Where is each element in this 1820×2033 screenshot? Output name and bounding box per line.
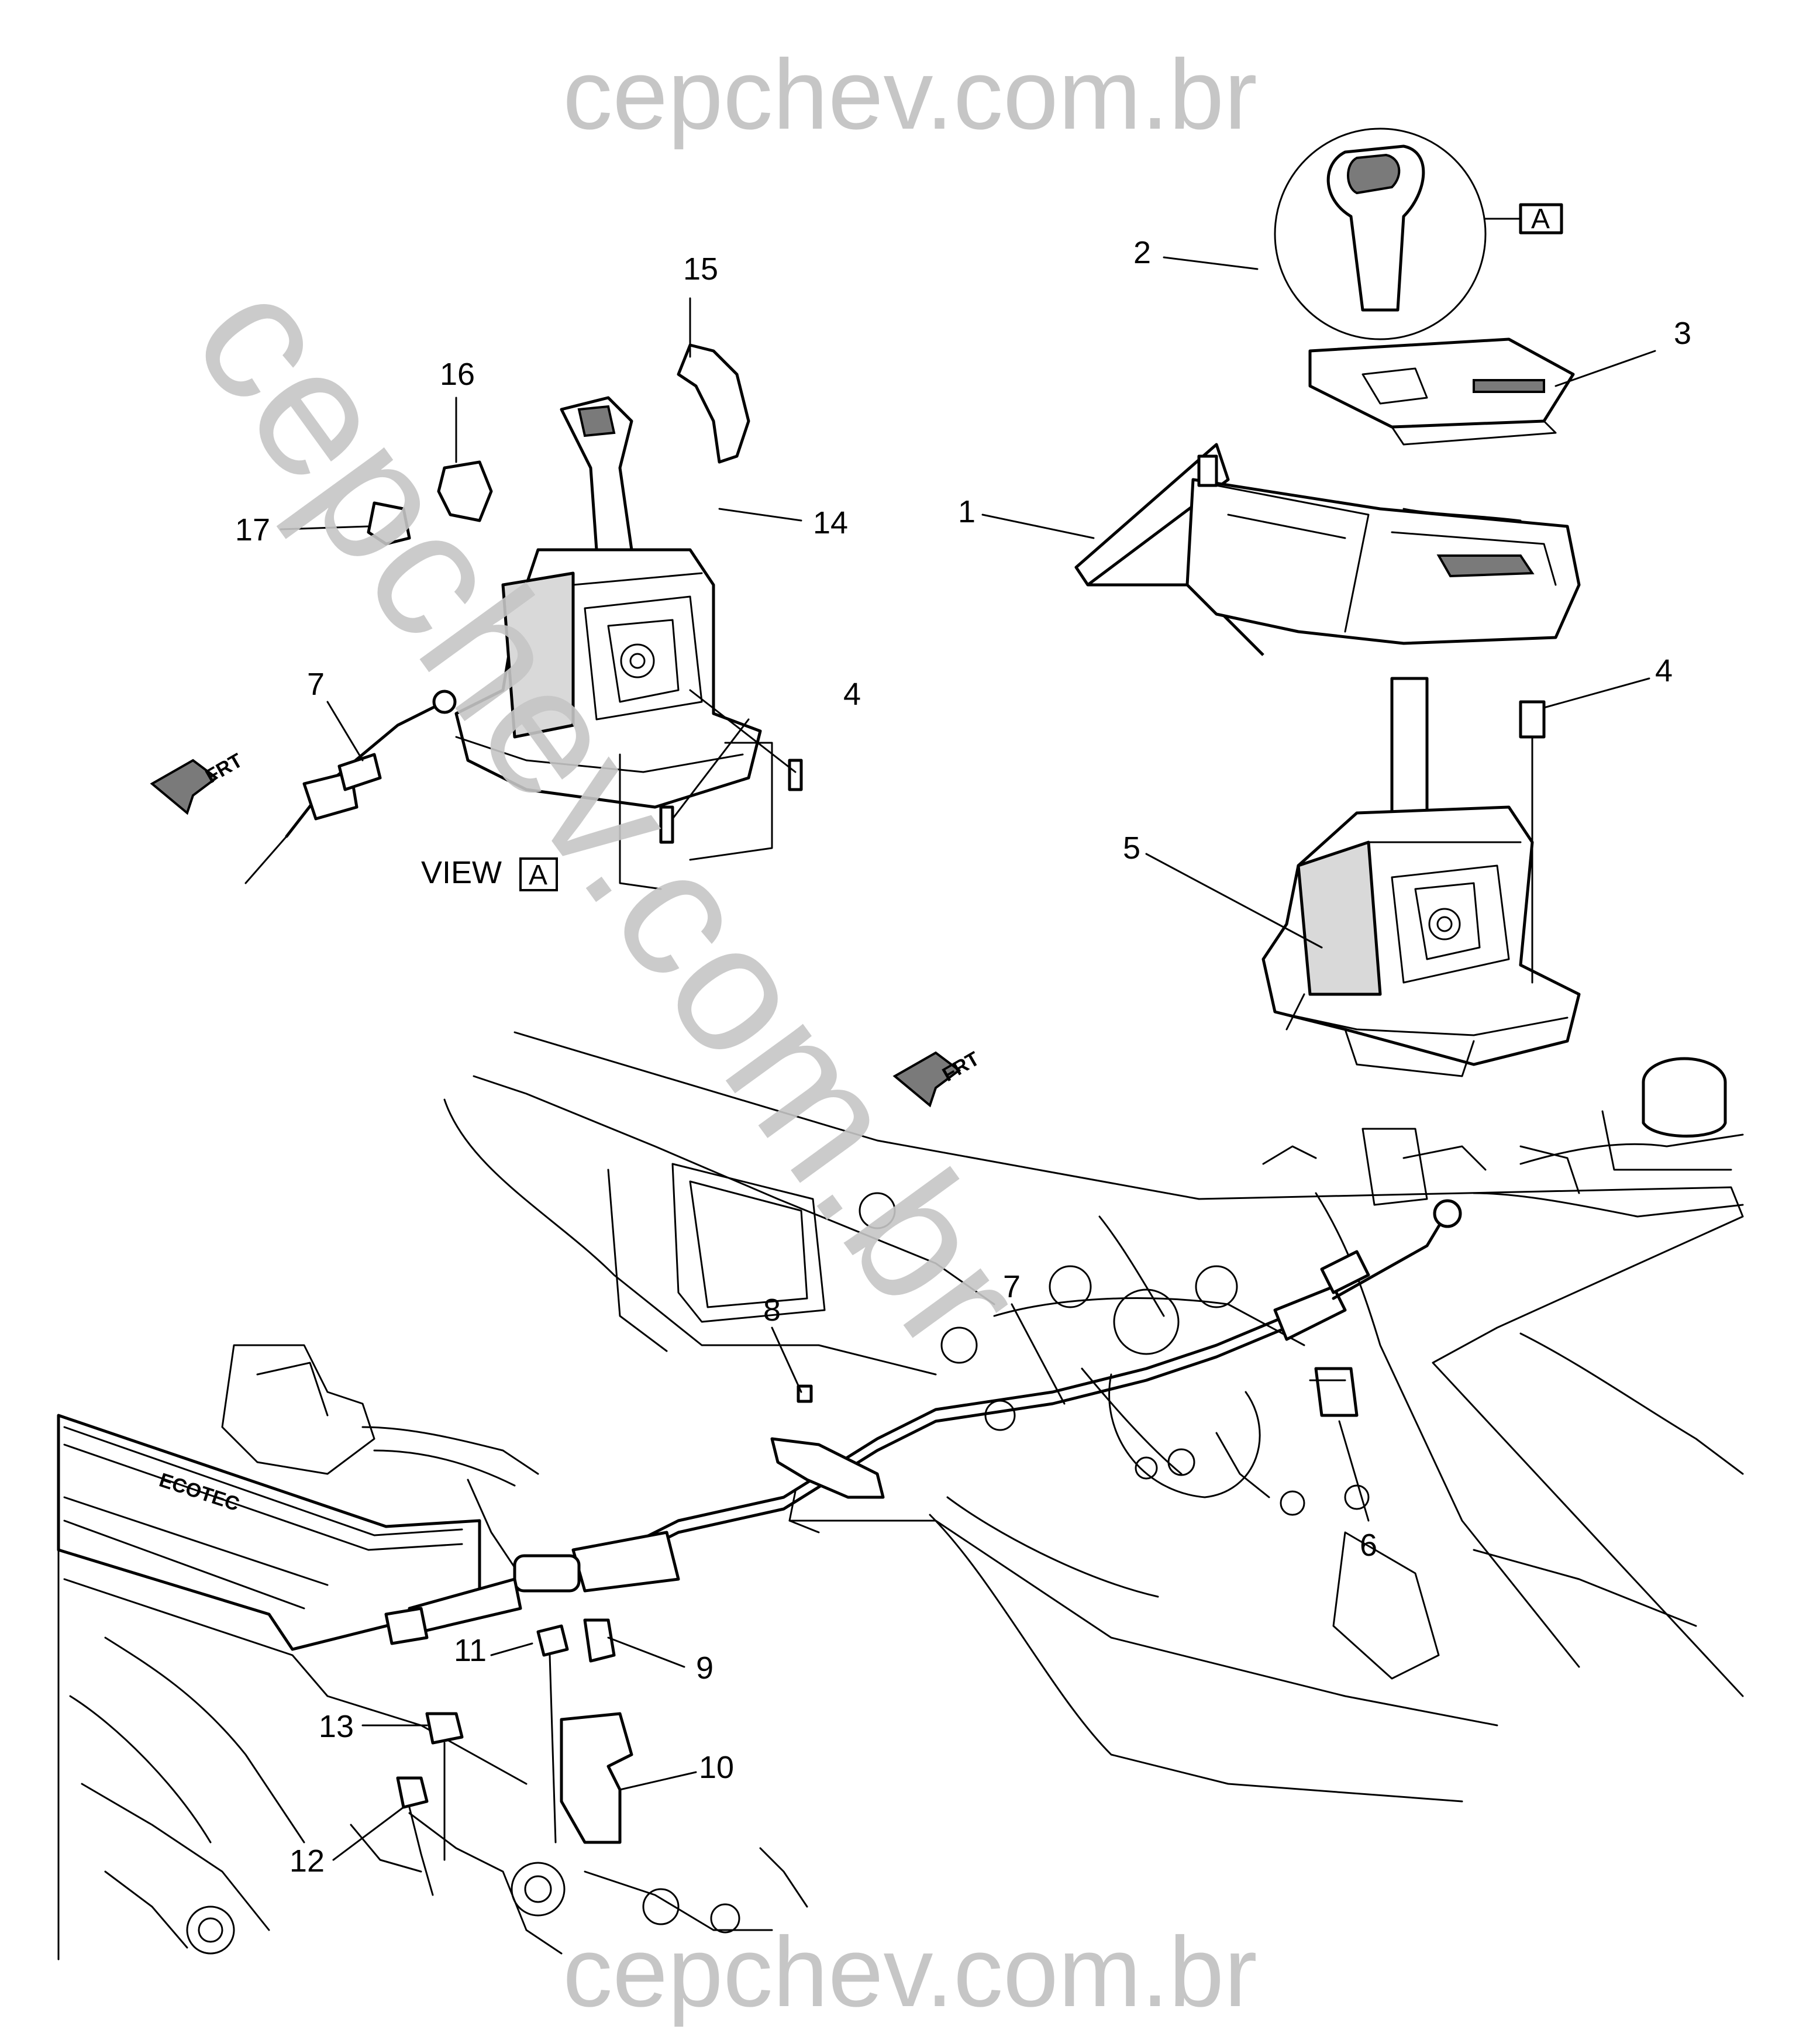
callout-7-lower: 7 (1003, 1269, 1021, 1304)
watermark-top: cepchev.com.br (563, 39, 1257, 150)
callout-16: 16 (440, 357, 475, 392)
center-console (1074, 443, 1581, 656)
callout-12: 12 (289, 1844, 325, 1879)
view-label-ref: A (529, 860, 547, 891)
callout-labels: 2 3 1 4 5 4 15 16 17 14 7 7 8 6 9 10 11 … (235, 235, 1691, 1879)
rear-tunnel-parts (1361, 1057, 1732, 1206)
detail-ref-letter: A (1531, 204, 1550, 235)
console-trim-plate (1308, 337, 1575, 446)
detail-a-ref-box: A (1531, 204, 1550, 235)
detail-circle-a (1274, 128, 1563, 340)
callout-6: 6 (1360, 1528, 1377, 1563)
callout-2: 2 (1133, 235, 1151, 270)
view-a-label: VIEW A (421, 855, 558, 891)
callout-9: 9 (696, 1650, 713, 1686)
frt-arrow-upper: FRT (150, 749, 246, 815)
callout-5: 5 (1123, 831, 1140, 866)
leader-lines (280, 256, 1656, 1861)
view-label-text: VIEW (421, 855, 502, 890)
watermark-bottom: cepchev.com.br (563, 1917, 1257, 2028)
callout-8: 8 (763, 1293, 781, 1328)
callout-11: 11 (454, 1633, 487, 1668)
floor-pan-tunnel (443, 1031, 1744, 1803)
callout-7-upper: 7 (307, 667, 325, 702)
view-a-shifter (244, 343, 803, 890)
callout-1: 1 (958, 494, 976, 529)
callout-3: 3 (1674, 316, 1691, 351)
engine-block: ECOTEC (57, 1344, 808, 1960)
cable-bracket-parts (396, 1618, 633, 1896)
callout-14: 14 (813, 505, 848, 540)
callout-4-right: 4 (1655, 653, 1673, 688)
callout-17: 17 (235, 512, 270, 547)
callout-15: 15 (683, 251, 718, 287)
callout-13: 13 (319, 1709, 354, 1744)
callout-10: 10 (699, 1750, 734, 1785)
shifter-assembly-main (1261, 677, 1581, 1077)
shift-cable-lower (384, 1199, 1462, 1645)
callout-4-left: 4 (843, 677, 861, 712)
